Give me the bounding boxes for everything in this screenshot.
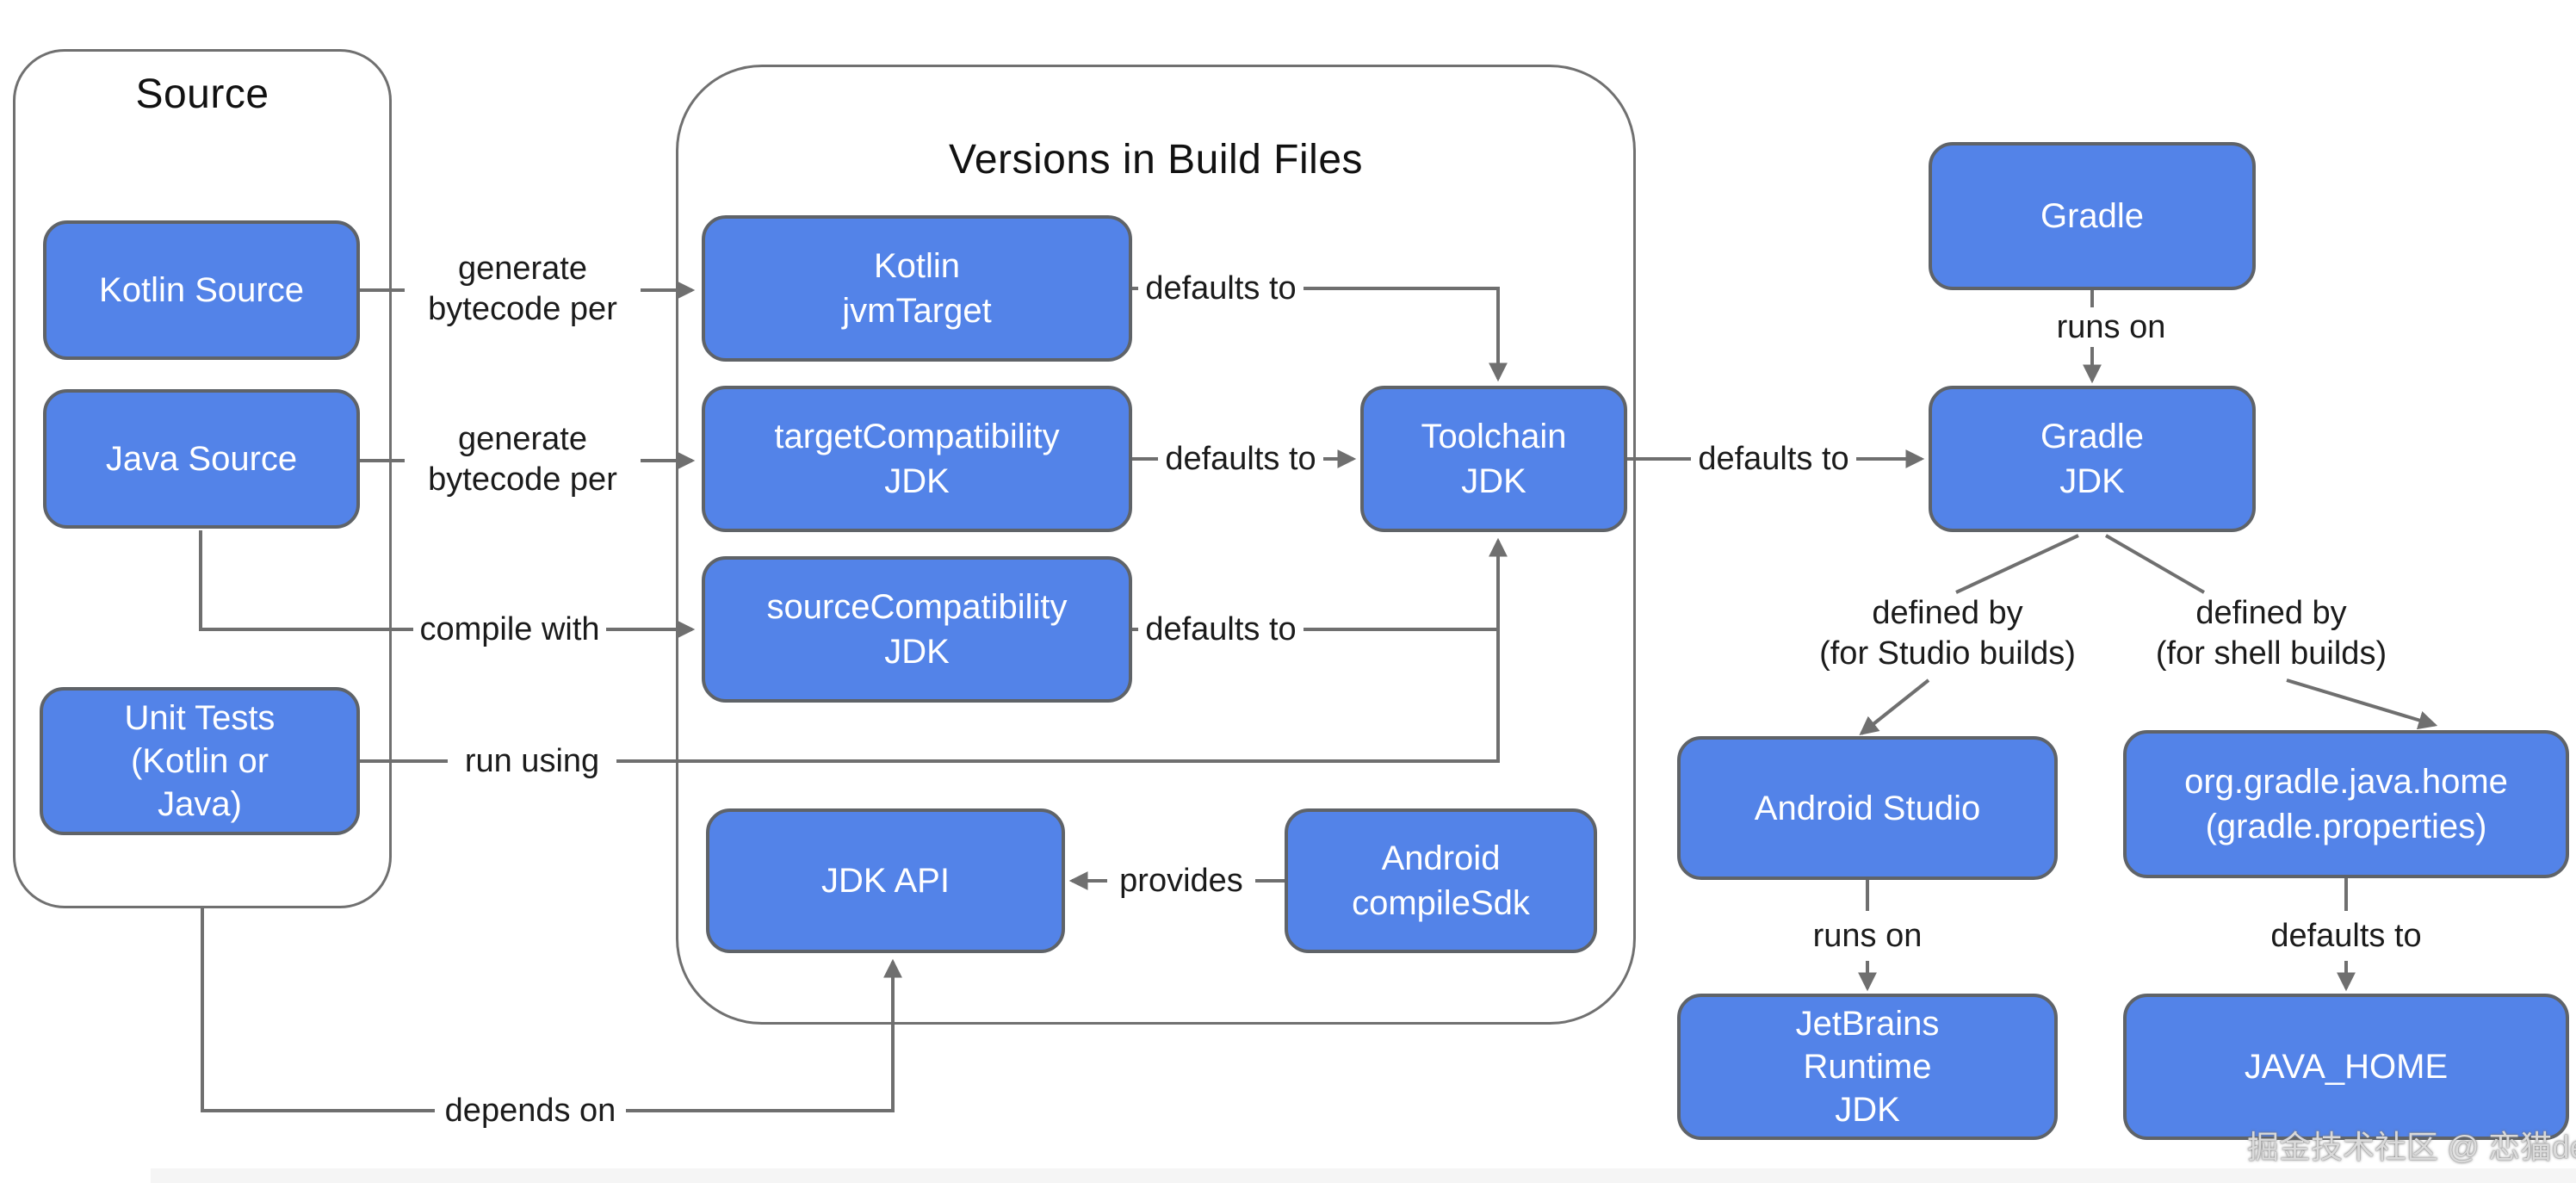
node-unit-tests: Unit Tests (Kotlin or Java) — [40, 687, 360, 835]
edge-label-line: (for Studio builds) — [1819, 635, 2076, 672]
node-label: Kotlin Source — [99, 271, 304, 309]
node-label: JetBrains — [1795, 1005, 1940, 1043]
edge-label-line: bytecode per — [428, 291, 617, 327]
node-label: Java) — [158, 785, 242, 823]
node-label: Runtime — [1803, 1048, 1932, 1086]
edge-defined-by-to-android-studio — [1859, 678, 1930, 736]
edge-label-defaults-to-jvmtarget: defaults to — [1138, 269, 1303, 308]
node-label: Toolchain — [1421, 418, 1567, 455]
edge-label-defaults-to-target: defaults to — [1158, 439, 1323, 479]
node-label: JDK — [1835, 1091, 1900, 1129]
edge-label-generate-bytecode-java: generate bytecode per — [405, 418, 641, 501]
bottom-faint-strip — [151, 1168, 2576, 1183]
edge-label-defaults-to-source: defaults to — [1138, 610, 1303, 649]
edge-label-defined-by-shell: defined by (for shell builds) — [2123, 592, 2419, 675]
node-android-compilesdk: Android compileSdk — [1285, 808, 1597, 953]
node-java-home: JAVA_HOME — [2123, 994, 2569, 1140]
edge-label-generate-bytecode-kotlin: generate bytecode per — [405, 248, 641, 331]
node-label: (Kotlin or — [130, 742, 269, 780]
edge-label-compile-with: compile with — [413, 610, 606, 649]
node-sourcecompatibility-jdk: sourceCompatibility JDK — [702, 556, 1132, 703]
node-label: org.gradle.java.home — [2184, 763, 2508, 801]
node-org-gradle-java-home: org.gradle.java.home (gradle.properties) — [2123, 730, 2569, 878]
node-label: Unit Tests — [124, 699, 276, 737]
node-gradle: Gradle — [1929, 142, 2256, 290]
node-label: JDK API — [821, 862, 950, 900]
edge-label-line: bytecode per — [428, 461, 617, 498]
edge-label-runs-on-studio: runs on — [1803, 916, 1932, 956]
node-label: jvmTarget — [842, 292, 992, 330]
node-targetcompatibility-jdk: targetCompatibility JDK — [702, 386, 1132, 532]
edge-label-depends-on: depends on — [435, 1091, 626, 1130]
node-label: Kotlin — [873, 247, 961, 285]
edge-label-defined-by-studio: defined by (for Studio builds) — [1799, 592, 2096, 675]
edge-label-line: defined by — [2195, 595, 2347, 631]
node-kotlin-source: Kotlin Source — [43, 220, 360, 360]
edge-label-provides: provides — [1107, 861, 1255, 901]
node-label: sourceCompatibility — [766, 588, 1068, 626]
build-files-group-title: Versions in Build Files — [948, 137, 1364, 183]
edge-label-line: defined by — [1872, 595, 2023, 631]
source-group-title: Source — [135, 71, 269, 117]
node-label: compileSdk — [1352, 884, 1530, 922]
node-java-source: Java Source — [43, 389, 360, 529]
node-label: JDK — [884, 462, 950, 500]
node-label: Android Studio — [1754, 789, 1981, 827]
edge-gradle-jdk-defined-by-studio-upper — [1955, 534, 2079, 594]
node-label: (gradle.properties) — [2205, 808, 2487, 845]
edge-label-defaults-to-java-home: defaults to — [2263, 916, 2429, 956]
edge-gradle-jdk-defined-by-shell-upper — [2104, 534, 2206, 594]
node-toolchain-jdk: Toolchain JDK — [1360, 386, 1627, 532]
node-kotlin-jvmtarget: Kotlin jvmTarget — [702, 215, 1132, 362]
node-label: Java Source — [105, 440, 298, 478]
node-label: JDK — [884, 633, 950, 671]
edge-label-defaults-to-gradle-jdk: defaults to — [1691, 439, 1856, 479]
edge-unit-tests-to-toolchain — [360, 537, 1508, 763]
node-label: JDK — [2059, 462, 2125, 500]
node-label: Gradle — [2040, 197, 2145, 235]
node-gradle-jdk: Gradle JDK — [1929, 386, 2256, 532]
watermark-text: 掘金技术社区 @ 恋猫de小郭 — [2247, 1130, 2576, 1165]
node-label: JDK — [1461, 462, 1526, 500]
node-jetbrains-runtime-jdk: JetBrains Runtime JDK — [1677, 994, 2058, 1140]
edge-label-runs-on-gradle: runs on — [2047, 307, 2176, 347]
edge-label-line: generate — [457, 251, 587, 287]
edge-label-run-using: run using — [448, 741, 616, 781]
node-jdk-api: JDK API — [706, 808, 1065, 953]
node-label: Android — [1381, 839, 1501, 877]
edge-label-line: generate — [457, 421, 587, 457]
edge-label-line: (for shell builds) — [2155, 635, 2387, 672]
node-label: JAVA_HOME — [2244, 1048, 2449, 1086]
node-android-studio: Android Studio — [1677, 736, 2058, 880]
edge-defined-by-to-org-gradle — [2286, 678, 2438, 730]
node-label: targetCompatibility — [774, 418, 1060, 455]
node-label: Gradle — [2040, 418, 2145, 455]
